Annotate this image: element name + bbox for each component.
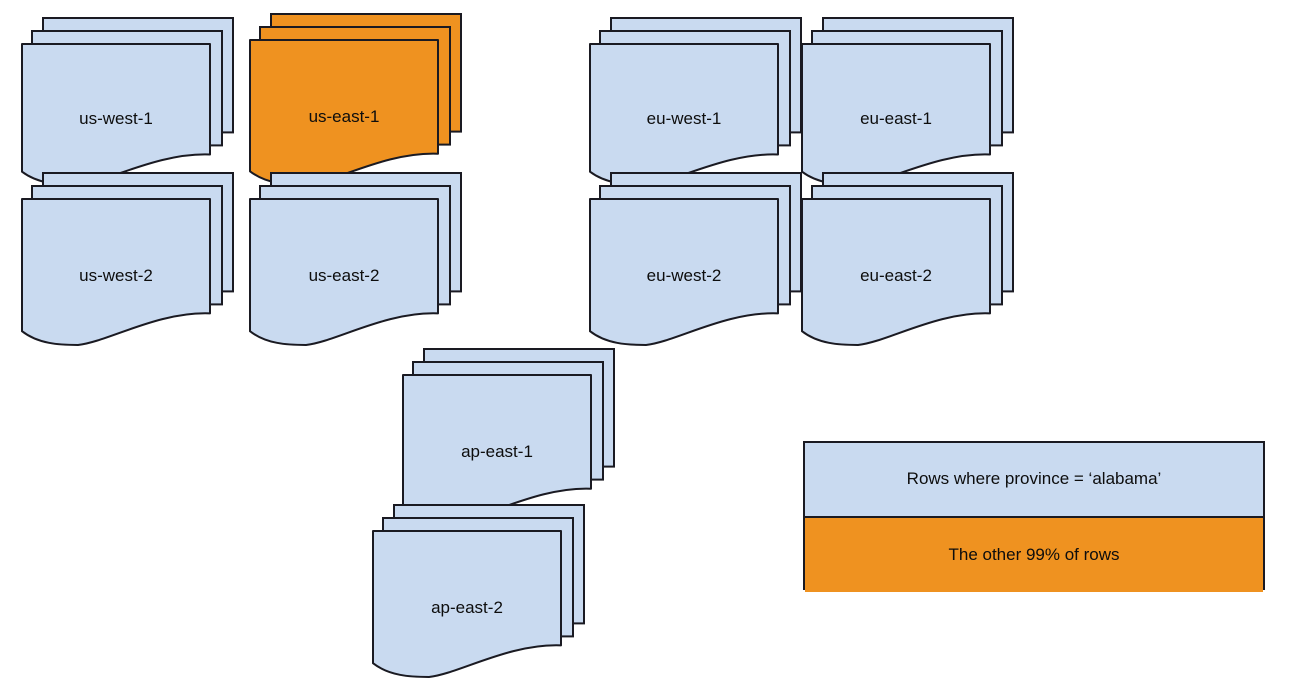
document-stack-eu-east-1[interactable]: eu-east-1: [800, 17, 1016, 192]
document-stack-shape: [372, 504, 585, 678]
legend-row-orange: The other 99% of rows: [805, 517, 1263, 592]
document-sheet-front: [402, 374, 592, 521]
document-sheet-front: [801, 198, 991, 346]
document-sheet-front: [21, 198, 211, 346]
legend-row-label: The other 99% of rows: [948, 544, 1120, 564]
document-stack-eu-west-1[interactable]: eu-west-1: [588, 17, 804, 192]
document-sheet-front: [249, 39, 439, 186]
document-stack-us-west-2[interactable]: us-west-2: [20, 172, 236, 352]
document-stack-ap-east-2[interactable]: ap-east-2: [371, 504, 587, 684]
document-sheet-front: [21, 43, 211, 186]
document-stack-us-east-1[interactable]: us-east-1: [248, 13, 464, 192]
document-sheet-front: [372, 530, 562, 678]
document-stack-shape: [21, 172, 234, 346]
document-sheet-front: [589, 43, 779, 186]
document-stack-shape: [589, 172, 802, 346]
document-stack-shape: [801, 17, 1014, 186]
document-sheet-front: [589, 198, 779, 346]
document-stack-us-west-1[interactable]: us-west-1: [20, 17, 236, 192]
document-stack-shape: [249, 13, 462, 186]
document-stack-ap-east-1[interactable]: ap-east-1: [401, 348, 617, 527]
document-stack-us-east-2[interactable]: us-east-2: [248, 172, 464, 352]
document-stack-shape: [801, 172, 1014, 346]
document-stack-shape: [249, 172, 462, 346]
document-stack-shape: [589, 17, 802, 186]
document-stack-shape: [402, 348, 615, 521]
document-stack-eu-east-2[interactable]: eu-east-2: [800, 172, 1016, 352]
document-sheet-front: [249, 198, 439, 346]
document-stack-shape: [21, 17, 234, 186]
legend: Rows where province = ‘alabama’ The other…: [803, 441, 1265, 592]
legend-row-blue: Rows where province = ‘alabama’: [805, 443, 1263, 518]
document-sheet-front: [801, 43, 991, 186]
legend-row-label: Rows where province = ‘alabama’: [906, 469, 1162, 489]
document-stack-eu-west-2[interactable]: eu-west-2: [588, 172, 804, 352]
